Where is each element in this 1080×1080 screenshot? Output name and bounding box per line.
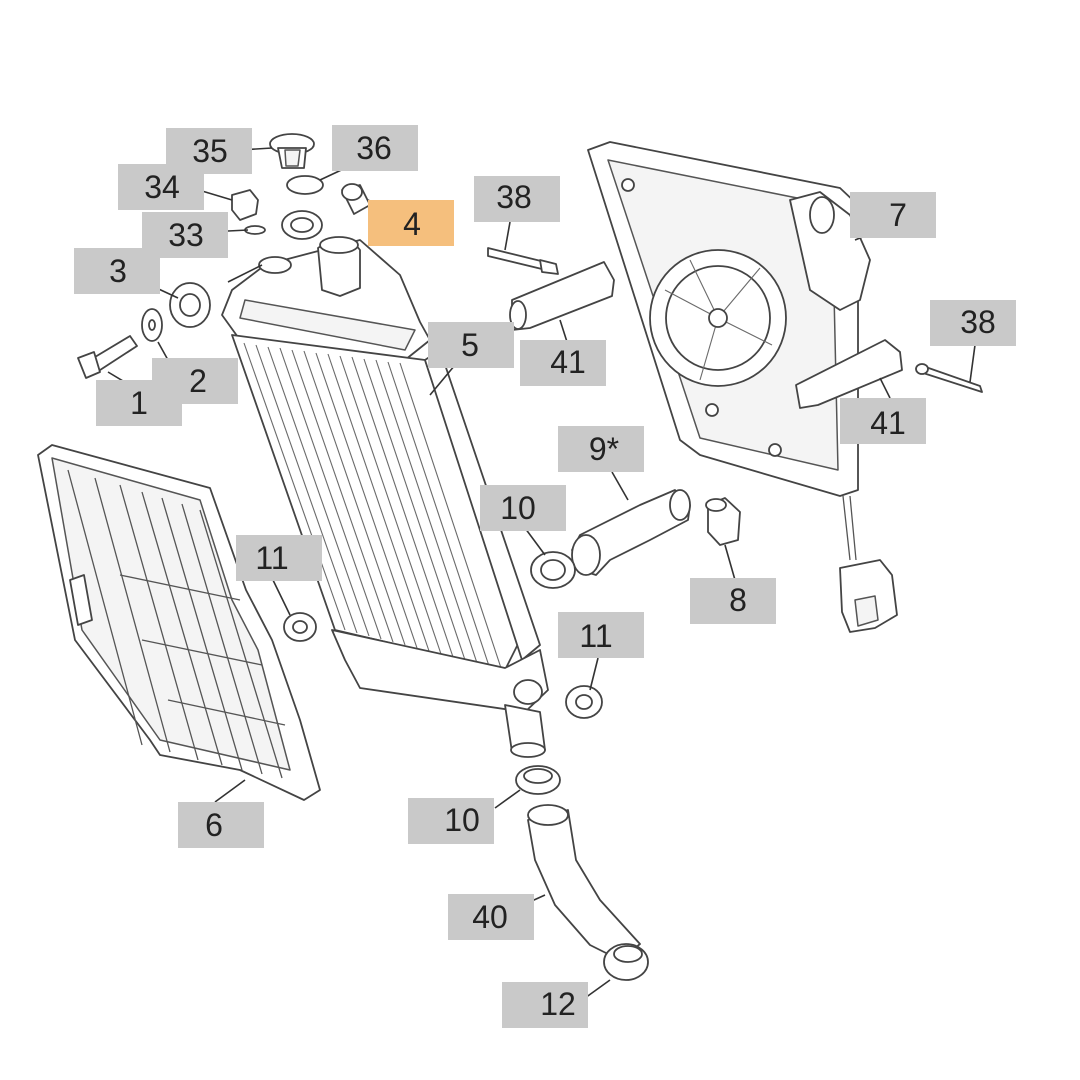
- hose-clamp-8[interactable]: [705, 497, 741, 546]
- callout-label: 41: [550, 344, 586, 380]
- callout-35: 35: [166, 128, 252, 174]
- callout-11-left: 11: [236, 535, 322, 581]
- callout-label: 4: [403, 206, 421, 242]
- radiator-grille[interactable]: [37, 444, 321, 801]
- callout-label: 8: [729, 582, 747, 618]
- callout-41-left: 41: [520, 340, 606, 386]
- callout-label: 1: [130, 385, 148, 421]
- bracket-right[interactable]: [795, 339, 903, 409]
- callout-7: 7: [850, 192, 936, 238]
- hose-fitting-4[interactable]: [341, 183, 371, 215]
- callout-label: 11: [255, 540, 288, 576]
- washer[interactable]: [141, 308, 163, 342]
- callout-41-right: 41: [840, 398, 926, 444]
- lower-hose[interactable]: [527, 804, 641, 961]
- upper-hose[interactable]: [571, 489, 691, 576]
- callout-12: 12: [502, 982, 588, 1028]
- hose-clamp-lower[interactable]: [515, 765, 561, 795]
- ring-gasket[interactable]: [281, 210, 323, 240]
- hose-clamp-upper[interactable]: [530, 551, 576, 589]
- callout-5: 5: [428, 322, 514, 368]
- callout-38-left: 38: [474, 176, 560, 222]
- callout-label: 10: [500, 490, 536, 526]
- callout-label: 36: [356, 130, 392, 166]
- callout-label: 3: [109, 253, 127, 289]
- callout-label: 6: [205, 807, 223, 843]
- rubber-grommet[interactable]: [169, 282, 211, 328]
- callout-label: 9*: [589, 431, 619, 467]
- bracket-left[interactable]: [509, 261, 615, 331]
- callout-label: 34: [144, 169, 180, 205]
- fan-connector[interactable]: [839, 559, 898, 633]
- callout-label: 41: [870, 405, 906, 441]
- callout-9: 9*: [558, 426, 644, 472]
- callout-36: 36: [332, 125, 418, 171]
- o-ring[interactable]: [286, 175, 324, 195]
- bushing-right[interactable]: [565, 685, 603, 719]
- callout-label: 11: [579, 618, 612, 654]
- callout-11-right: 11: [558, 612, 644, 658]
- pin-right[interactable]: [915, 363, 983, 393]
- callout-4: 4: [368, 200, 454, 246]
- callout-label: 7: [889, 197, 907, 233]
- callout-label: 38: [960, 304, 996, 340]
- callout-label: 2: [189, 363, 207, 399]
- bolt[interactable]: [77, 335, 138, 379]
- pin-left[interactable]: [487, 247, 559, 275]
- callout-label: 5: [461, 327, 479, 363]
- callout-33: 33: [142, 212, 228, 258]
- cooling-fan[interactable]: [587, 141, 871, 561]
- callout-label: 10: [444, 802, 480, 838]
- callout-label: 40: [472, 899, 508, 935]
- callout-label: 38: [496, 179, 532, 215]
- callout-10-upper: 10: [480, 485, 566, 531]
- callout-label: 12: [540, 986, 576, 1022]
- callout-6: 6: [178, 802, 264, 848]
- filler-cap[interactable]: [269, 133, 315, 169]
- callout-label: 33: [168, 217, 204, 253]
- callout-10-lower: 10: [408, 798, 494, 844]
- callout-40: 40: [448, 894, 534, 940]
- callout-8: 8: [690, 578, 776, 624]
- hose-clamp-12[interactable]: [603, 943, 649, 981]
- bushing-left[interactable]: [283, 612, 317, 642]
- nut[interactable]: [231, 189, 259, 221]
- callout-38-right: 38: [930, 300, 1016, 346]
- callout-2: 2: [152, 358, 238, 404]
- callout-label: 35: [192, 133, 228, 169]
